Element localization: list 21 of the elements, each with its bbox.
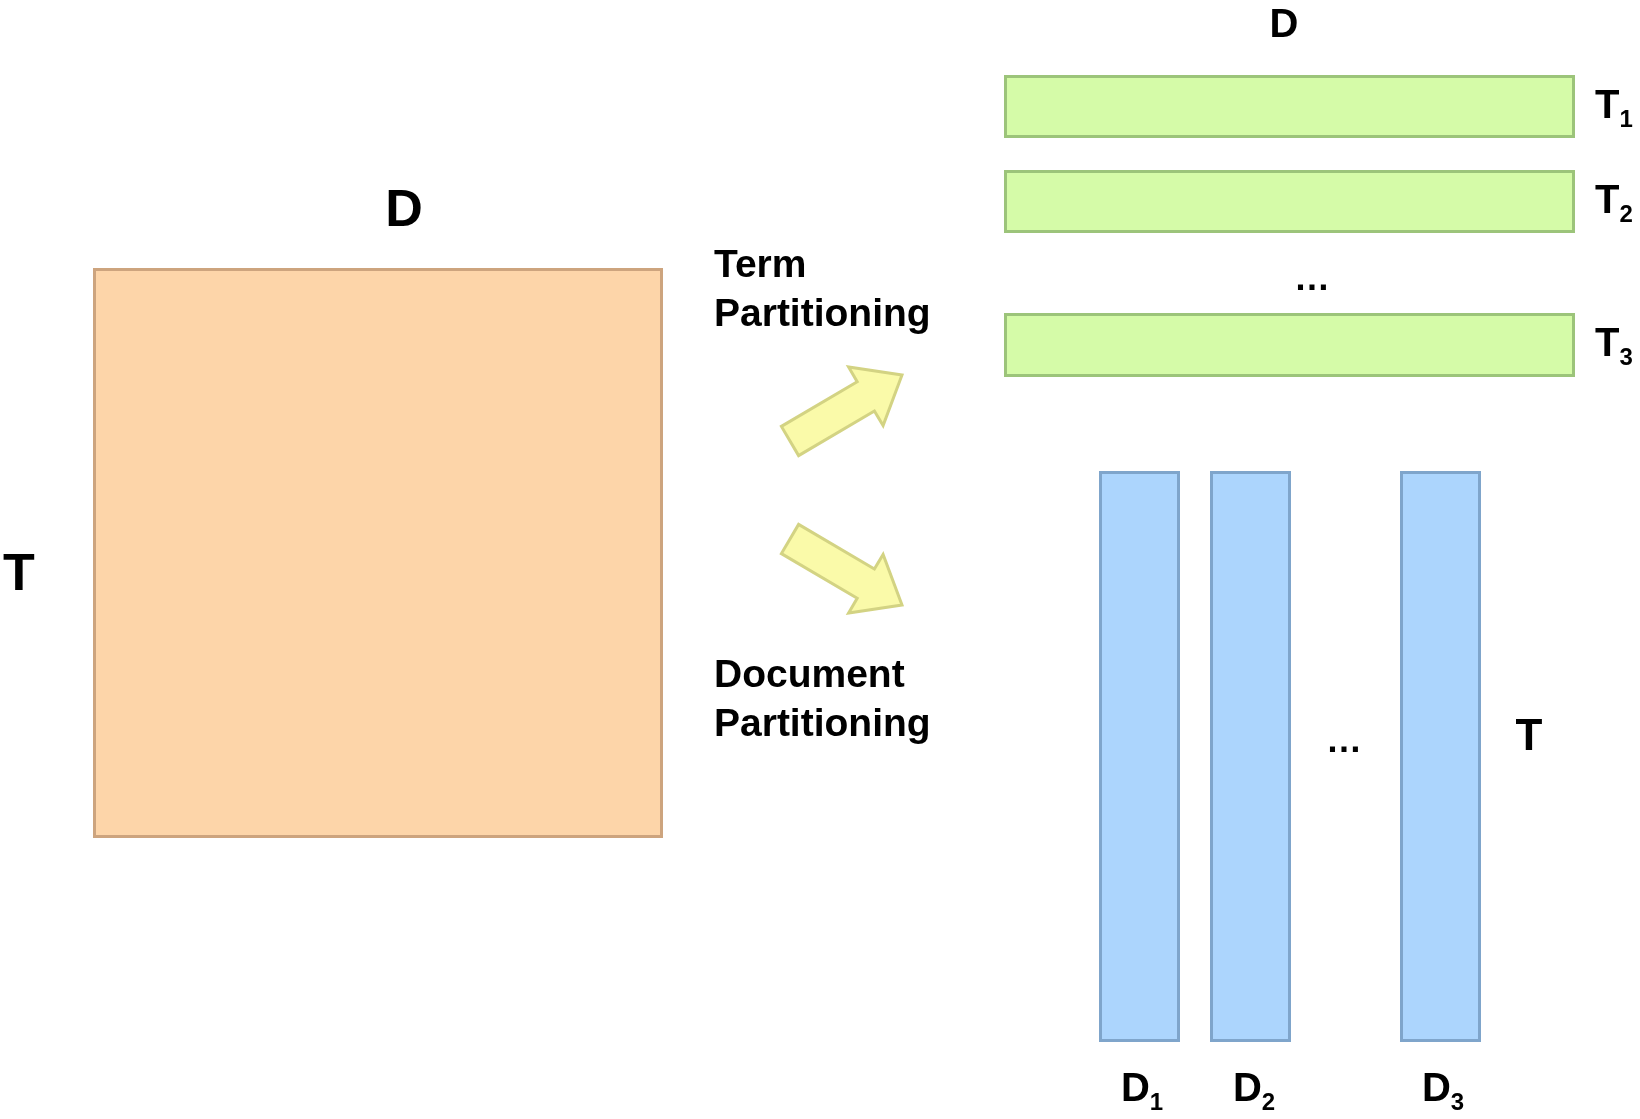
axis-label: D$_{2}$ xyxy=(1232,1065,1276,1115)
axis-label: T$_{3}$ xyxy=(1595,320,1633,370)
axis-label: … xyxy=(1294,258,1330,298)
axis-label: T$_{2}$ xyxy=(1595,177,1633,227)
axis-label: D xyxy=(1269,1,1299,45)
axis-label: T$_{1}$ xyxy=(1595,82,1633,132)
partition-bar xyxy=(1400,471,1481,1042)
partition-bar xyxy=(1099,471,1180,1042)
axis-label: D$_{3}$ xyxy=(1421,1065,1465,1115)
matrix-rectangle xyxy=(93,268,663,838)
axis-label: T xyxy=(3,544,35,602)
axis-label: D xyxy=(385,180,423,238)
partition-bar xyxy=(1004,170,1575,233)
partition-bar xyxy=(1210,471,1291,1042)
partition-bar xyxy=(1004,313,1575,377)
axis-label: … xyxy=(1326,720,1362,760)
axis-label: D$_{1}$ xyxy=(1120,1065,1164,1115)
partition-bar xyxy=(1004,75,1575,138)
arrow-label: Term Partitioning xyxy=(714,241,932,336)
arrow-label: Document Partitioning xyxy=(714,651,932,746)
axis-label: T xyxy=(1515,710,1543,760)
